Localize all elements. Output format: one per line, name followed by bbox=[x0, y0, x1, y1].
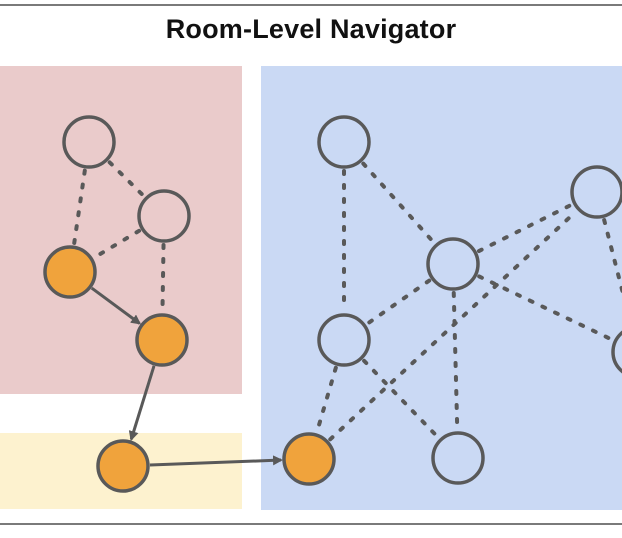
top-divider bbox=[0, 4, 622, 6]
dotted-edge-r2-r4 bbox=[160, 242, 166, 314]
dotted-edge-b2-b4 bbox=[451, 290, 460, 432]
active-node-y1 bbox=[96, 439, 150, 493]
node-r1 bbox=[62, 115, 116, 169]
dotted-edge-b2-b7 bbox=[477, 274, 614, 342]
red-room bbox=[0, 66, 242, 394]
dotted-edge-b3-b5 bbox=[315, 365, 338, 434]
diagram-title: Room-Level Navigator bbox=[165, 14, 457, 44]
node-b2 bbox=[426, 237, 480, 291]
dotted-edge-b3-b4 bbox=[362, 358, 440, 440]
node-b7 bbox=[611, 330, 622, 374]
node-b6 bbox=[570, 165, 622, 219]
dotted-edge-b5-b6 bbox=[328, 209, 578, 442]
active-node-r4 bbox=[135, 313, 189, 367]
dotted-edge-b2-b3 bbox=[365, 278, 432, 326]
path-arrow-r4-y1 bbox=[128, 365, 156, 442]
active-node-r3 bbox=[43, 245, 97, 299]
node-b4 bbox=[431, 431, 485, 485]
active-node-b5 bbox=[282, 432, 336, 486]
dotted-edge-r1-r3 bbox=[72, 168, 87, 246]
node-r2 bbox=[137, 189, 191, 243]
dotted-edge-b6-b7 bbox=[602, 218, 622, 298]
path-arrow-r3-r4 bbox=[90, 286, 142, 325]
path-arrow-y1-b5 bbox=[149, 455, 284, 467]
bottom-divider bbox=[0, 523, 622, 525]
dotted-edge-b2-b6 bbox=[476, 202, 574, 254]
node-b1 bbox=[317, 115, 371, 169]
dotted-edge-b1-b2 bbox=[361, 161, 436, 245]
dotted-edge-r2-r3 bbox=[92, 228, 142, 260]
node-b3 bbox=[317, 313, 371, 367]
